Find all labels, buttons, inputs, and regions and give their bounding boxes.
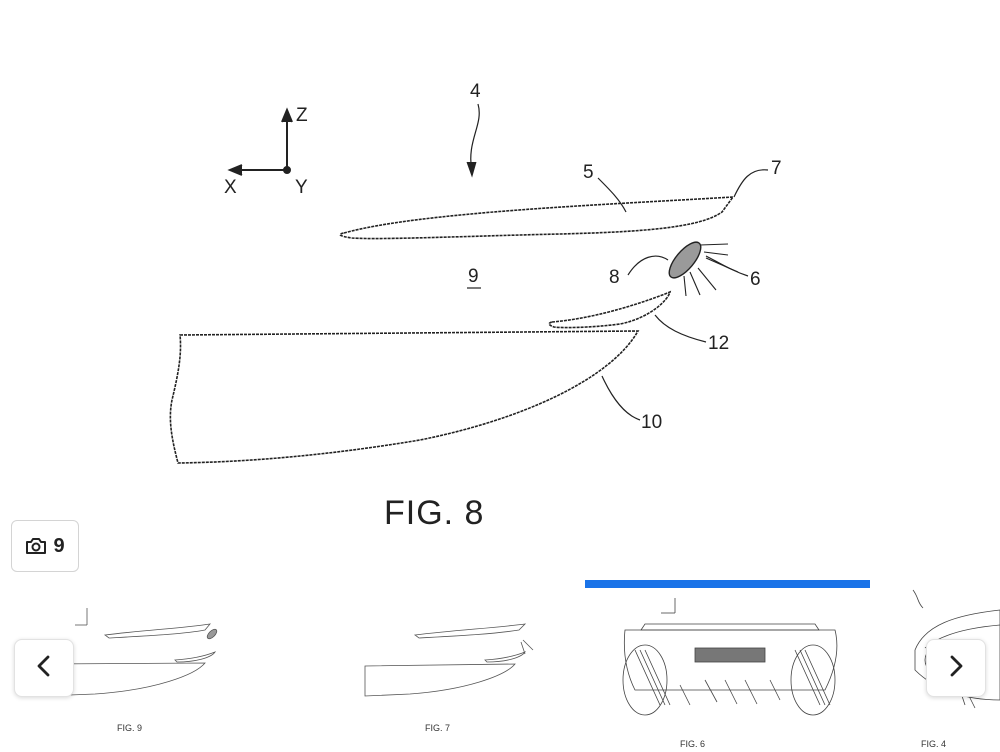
label-12: 12	[708, 333, 729, 354]
next-button[interactable]	[926, 639, 986, 697]
label-7: 7	[771, 158, 782, 179]
thumbnail-caption: FIG. 9	[117, 723, 142, 733]
camera-icon	[25, 537, 47, 555]
thumbnail-fig-7[interactable]: FIG. 7	[355, 580, 575, 752]
label-5: 5	[583, 162, 594, 183]
main-figure-image: Z X Y 4 5 7 6 8 9 12 10 FIG. 8	[169, 81, 782, 532]
label-9: 9	[468, 266, 479, 287]
photo-count-badge[interactable]: 9	[11, 520, 79, 572]
axis-y-label: Y	[295, 177, 308, 198]
element-12-profile	[548, 290, 672, 329]
thumbnail-fig-9[interactable]: FIG. 9	[35, 580, 275, 752]
label-10: 10	[641, 412, 662, 433]
label-4: 4	[470, 81, 481, 102]
active-thumbnail-indicator	[585, 580, 870, 588]
axis-indicator	[227, 107, 293, 176]
thumbnail-strip: FIG. 9 FIG. 7	[0, 580, 1000, 752]
chevron-left-icon	[34, 654, 54, 683]
label-8: 8	[609, 267, 620, 288]
thumbnail-caption: FIG. 6	[680, 739, 705, 749]
thumbnail-fig-6[interactable]: FIG. 6	[585, 580, 870, 752]
axis-z-label: Z	[296, 105, 308, 126]
thumbnail-caption: FIG. 7	[425, 723, 450, 733]
figure-caption: FIG. 8	[384, 494, 484, 532]
chevron-right-icon	[946, 654, 966, 683]
thumbnail-caption: FIG. 4	[921, 739, 946, 749]
label-6: 6	[750, 269, 761, 290]
axis-x-label: X	[224, 177, 237, 198]
lower-body-profile	[169, 330, 640, 464]
upper-wing-profile	[339, 196, 735, 240]
photo-count-value: 9	[53, 534, 65, 557]
previous-button[interactable]	[14, 639, 74, 697]
